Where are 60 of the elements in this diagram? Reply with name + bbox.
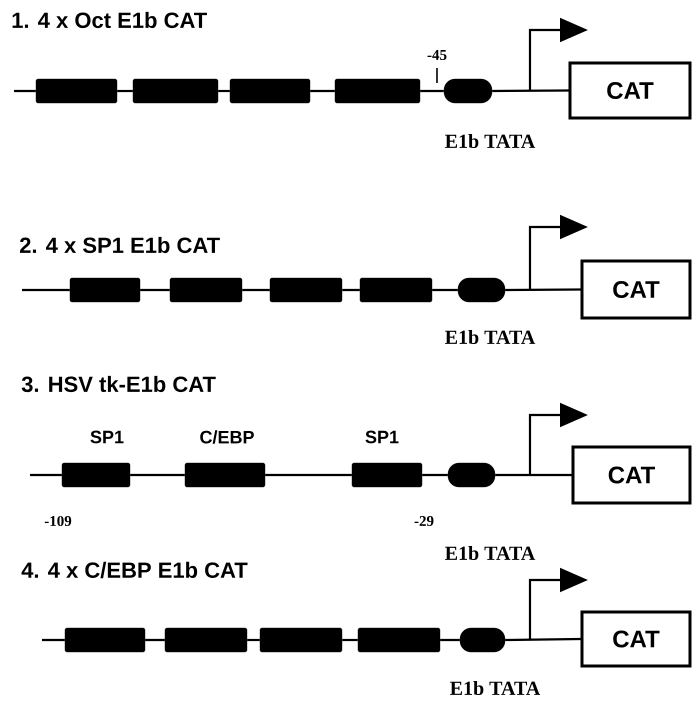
tata-label: E1b TATA bbox=[445, 330, 536, 344]
construct-title: 3. HSV tk-E1b CAT bbox=[22, 376, 216, 392]
element-label: C/EBP bbox=[200, 430, 254, 444]
dna-line bbox=[310, 90, 335, 92]
dna-line bbox=[14, 90, 36, 92]
binding-site-box bbox=[184, 462, 266, 488]
dna-line bbox=[247, 638, 260, 642]
dna-line bbox=[440, 638, 460, 642]
reporter-gene-box: CAT bbox=[572, 446, 692, 504]
construct-title: 4. 4 x C/EBP E1b CAT bbox=[22, 562, 248, 578]
tata-label: E1b TATA bbox=[445, 134, 536, 148]
dna-line bbox=[342, 638, 358, 642]
dna-line bbox=[145, 638, 165, 642]
dna-line bbox=[505, 288, 580, 292]
binding-site-box bbox=[132, 78, 218, 104]
dna-line bbox=[505, 638, 580, 642]
dna-line bbox=[492, 89, 568, 92]
binding-site-box bbox=[64, 628, 146, 652]
element-label: SP1 bbox=[90, 430, 124, 444]
position-number: -109 bbox=[44, 516, 72, 526]
binding-site-box bbox=[334, 78, 420, 104]
tata-box bbox=[458, 278, 506, 302]
binding-site-box bbox=[270, 278, 342, 302]
dna-line bbox=[422, 474, 448, 476]
dna-line bbox=[30, 474, 62, 476]
reporter-gene-box: CAT bbox=[580, 610, 692, 668]
dna-line bbox=[342, 288, 360, 292]
reporter-gene-box: CAT bbox=[580, 260, 692, 320]
dna-line bbox=[432, 288, 458, 292]
dna-line bbox=[130, 474, 185, 476]
binding-site-box bbox=[352, 462, 422, 488]
reporter-gene-box: CAT bbox=[568, 62, 692, 120]
binding-site-box bbox=[36, 78, 118, 104]
construct-title: 2. 4 x SP1 E1b CAT bbox=[20, 236, 220, 254]
binding-site-box bbox=[358, 628, 440, 652]
binding-site-box bbox=[70, 278, 140, 302]
dna-line bbox=[265, 474, 352, 476]
dna-line bbox=[420, 90, 444, 92]
dna-line bbox=[42, 638, 65, 642]
tata-label: E1b TATA bbox=[445, 546, 536, 560]
binding-site-box bbox=[360, 278, 432, 302]
binding-site-box bbox=[164, 628, 248, 652]
tata-label: E1b TATA bbox=[450, 680, 540, 696]
binding-site-box bbox=[62, 462, 130, 488]
dna-line bbox=[242, 288, 270, 292]
tata-box bbox=[444, 78, 492, 104]
element-label: SP1 bbox=[366, 430, 399, 444]
dna-line bbox=[22, 288, 70, 292]
binding-site-box bbox=[230, 78, 310, 104]
tata-box bbox=[448, 462, 496, 488]
dna-line bbox=[218, 90, 230, 92]
binding-site-box bbox=[260, 628, 342, 652]
dna-line bbox=[495, 474, 572, 476]
tata-box bbox=[460, 628, 506, 652]
binding-site-box bbox=[170, 278, 242, 302]
dna-line bbox=[140, 288, 170, 292]
position-number: -45 bbox=[428, 50, 446, 60]
dna-line bbox=[117, 90, 133, 92]
position-number: -29 bbox=[414, 516, 434, 526]
construct-title: 1. 4 x Oct E1b CAT bbox=[12, 12, 207, 28]
